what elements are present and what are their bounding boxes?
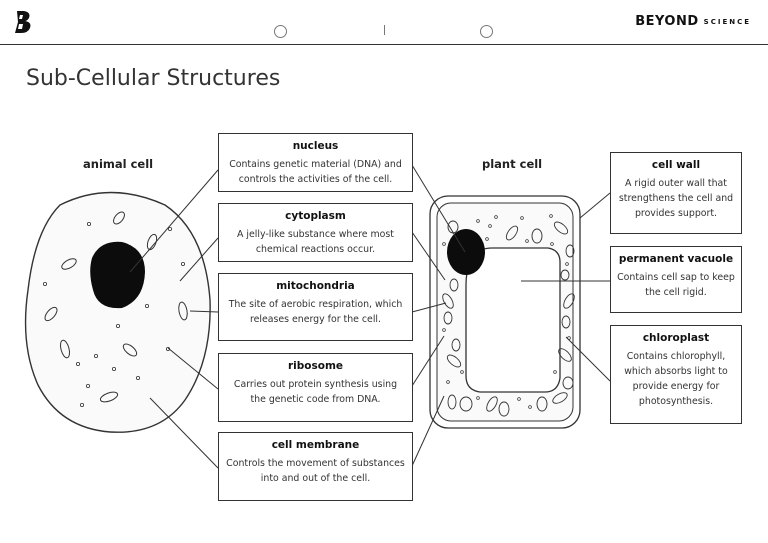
cell-membrane-box: cell membrane Controls the movement of s… [218, 432, 413, 501]
box-title: nucleus [292, 140, 339, 152]
box-title: ribosome [287, 360, 344, 372]
box-title: permanent vacuole [618, 253, 734, 265]
plant-cell-label: plant cell [482, 157, 543, 171]
box-title: cell membrane [271, 439, 360, 451]
nav-next-button[interactable] [480, 25, 493, 38]
box-description: Controls the movement of substances into… [226, 458, 405, 484]
box-title: chloroplast [642, 332, 710, 344]
box-description: A jelly-like substance where most chemic… [237, 229, 394, 255]
animal-cell-drawing [24, 191, 211, 433]
box-title: mitochondria [276, 280, 355, 292]
brand-name: BEYOND SCIENCE [635, 14, 751, 29]
box-description: Carries out protein synthesis using the … [233, 379, 398, 405]
animal-cell-label: animal cell [83, 157, 154, 171]
cell-wall-box: cell wall A rigid outer wall that streng… [610, 152, 742, 234]
leader-lines [129, 164, 611, 469]
beyond-logo-icon [15, 11, 31, 33]
box-title: cytoplasm [285, 210, 346, 222]
box-description: Contains genetic material (DNA) and cont… [229, 159, 402, 185]
ribosome-box: ribosome Carries out protein synthesis u… [218, 353, 413, 422]
brand-main: BEYOND [635, 14, 699, 29]
box-title: cell wall [651, 159, 701, 171]
box-description: Contains cell sap to keep the cell rigid… [617, 272, 735, 298]
box-description: A rigid outer wall that strengthens the … [618, 178, 734, 219]
nav-prev-button[interactable] [274, 25, 287, 38]
page-title: Sub-Cellular Structures [26, 66, 281, 91]
brand-sub: SCIENCE [703, 18, 751, 26]
nav-separator [384, 25, 385, 35]
box-description: Contains chlorophyll, which absorbs ligh… [624, 351, 728, 407]
permanent-vacuole-box: permanent vacuole Contains cell sap to k… [610, 246, 742, 313]
chloroplast-box: chloroplast Contains chlorophyll, which … [610, 325, 742, 424]
box-description: The site of aerobic respiration, which r… [228, 299, 403, 325]
mitochondria-box: mitochondria The site of aerobic respira… [218, 273, 413, 341]
plant-cell-drawing [429, 195, 581, 429]
cytoplasm-box: cytoplasm A jelly-like substance where m… [218, 203, 413, 262]
top-bar: BEYOND SCIENCE [0, 0, 768, 45]
nucleus-box: nucleus Contains genetic material (DNA) … [218, 133, 413, 192]
